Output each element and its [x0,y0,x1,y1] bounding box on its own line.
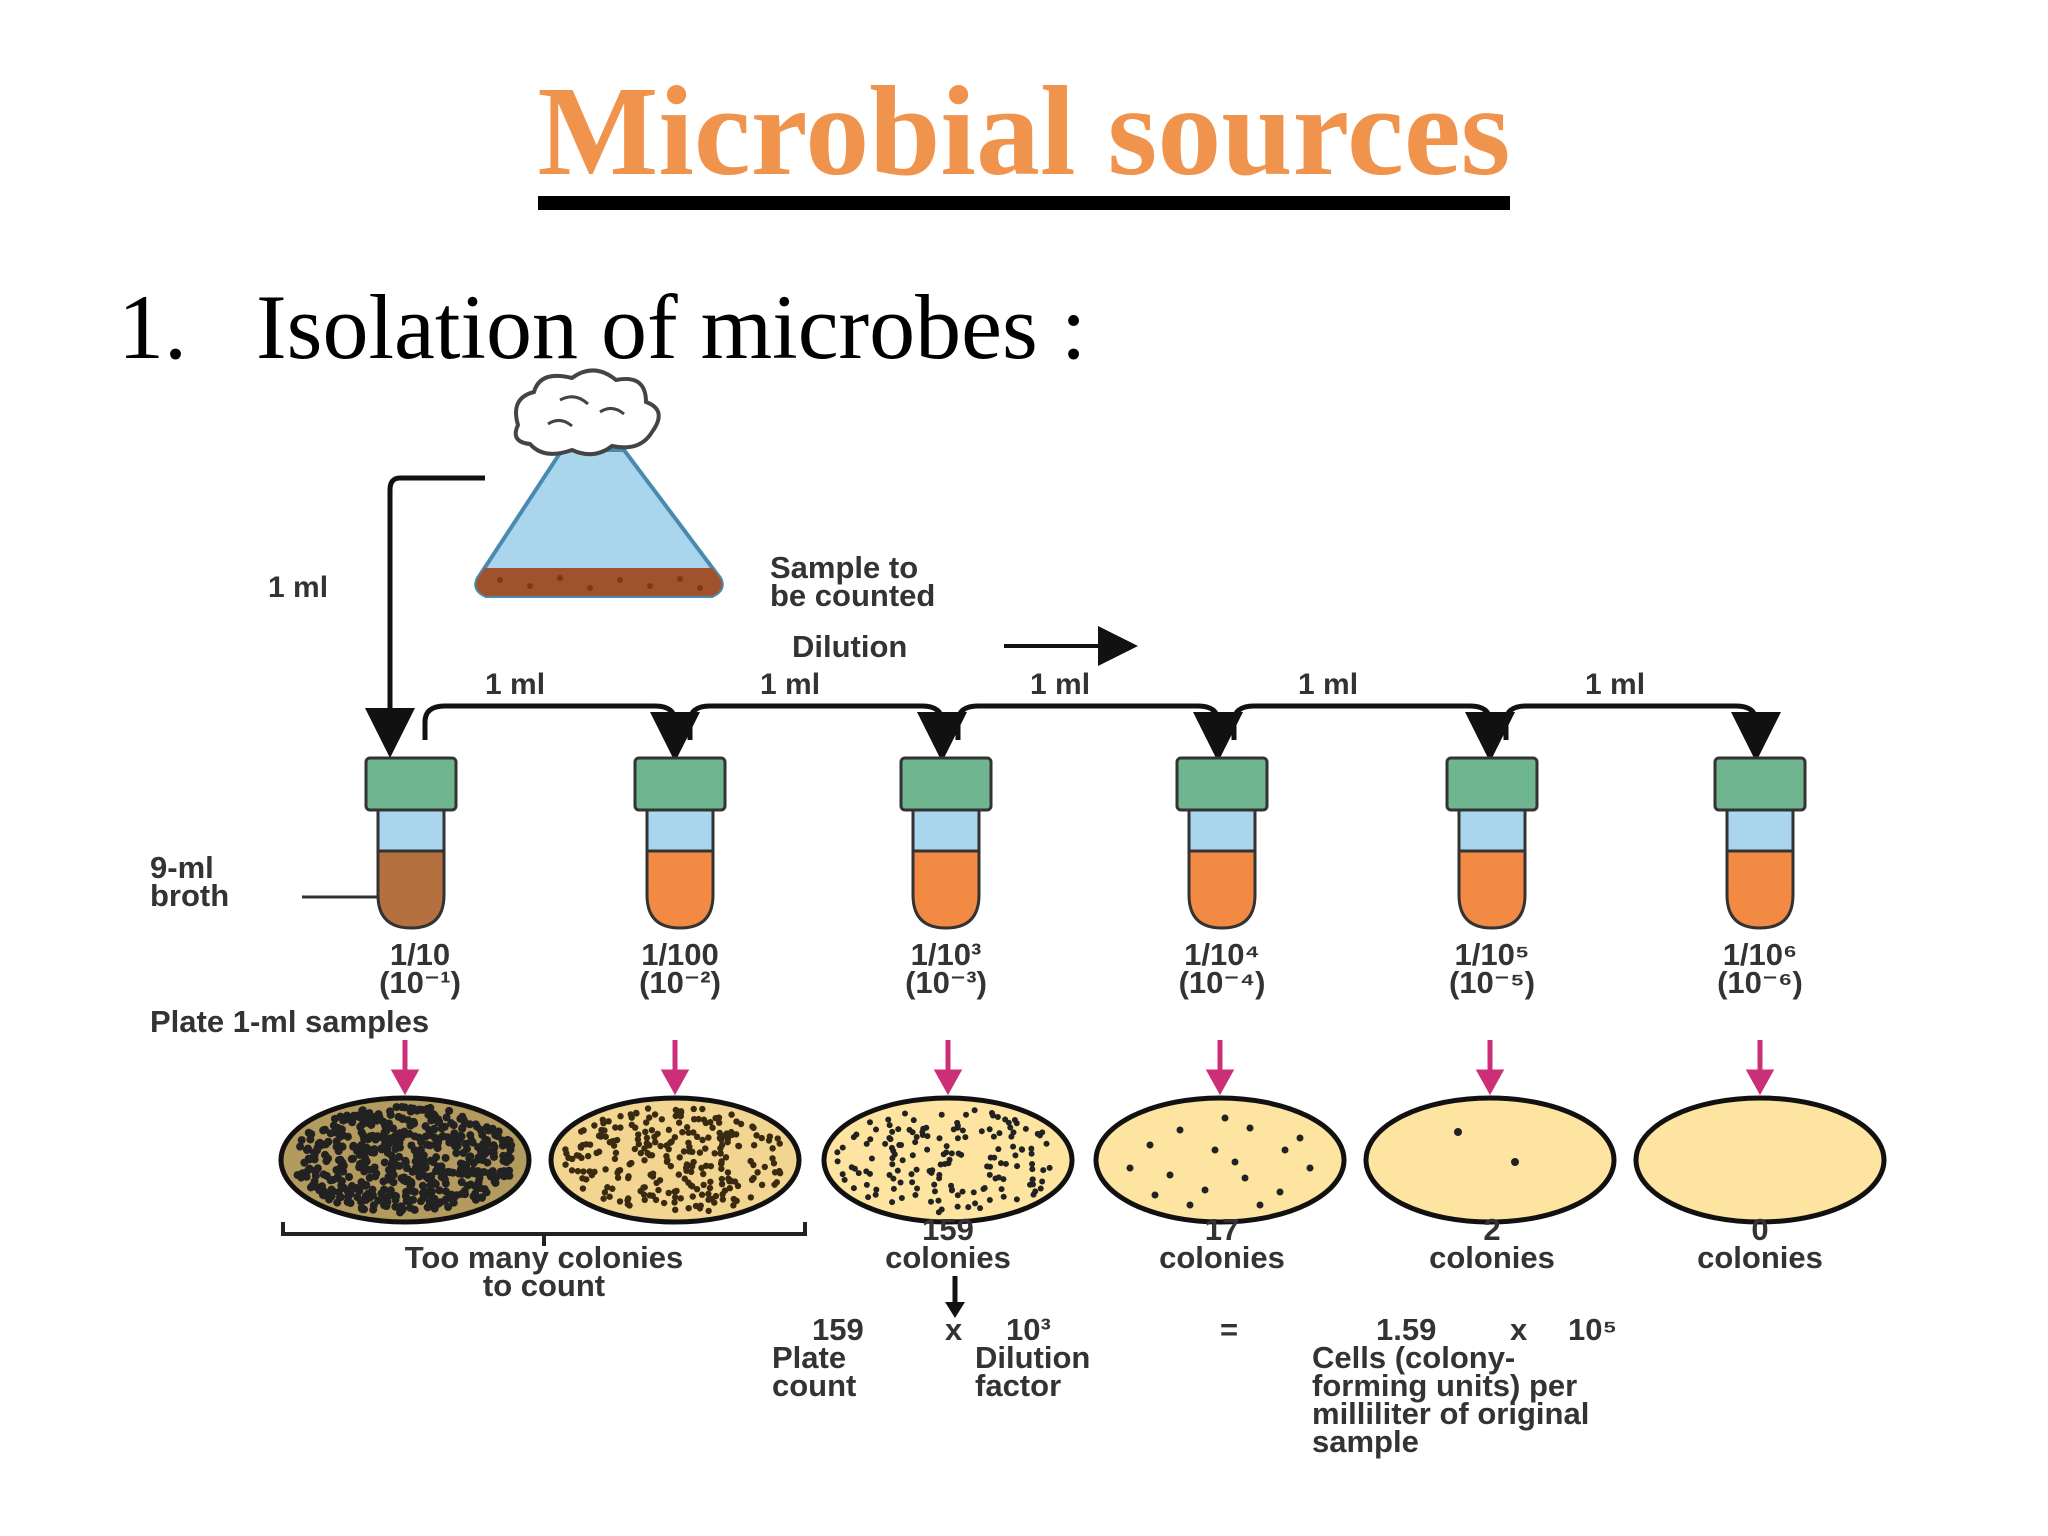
transfer-arrow-1 [422,703,700,762]
flask-transfer-arrow [365,475,485,758]
plate-4 [1093,1095,1347,1225]
calc-dilution-label-1: Dilution [975,1340,1090,1375]
transfer-arrow-4 [1231,703,1515,762]
tube-3 [899,756,993,930]
cotton-plug [513,368,661,457]
calc-result-value: 1.59 [1376,1312,1436,1347]
transfer-arrow-3 [955,703,1243,762]
sample-label-line2: be counted [770,578,935,613]
tube-1-exp: (10⁻¹) [379,965,461,1000]
flask-transfer-label: 1 ml [268,571,328,604]
tube-6 [1713,756,1807,930]
tube-1 [364,756,458,930]
tube-2 [633,756,727,930]
tube-1-fraction: 1/10 [390,937,450,972]
tube-6-exp: (10⁻⁶) [1717,965,1803,1000]
bullet-text: Isolation of microbes : [256,276,1087,378]
tube-5-fraction: 1/10⁵ [1455,937,1530,972]
transfer-label-4: 1 ml [1298,668,1358,701]
count-2-unit: colonies [1159,1240,1285,1275]
plate-5 [1363,1095,1617,1225]
tube-2-exp: (10⁻²) [639,965,721,1000]
calculation: 159 x 10³ = 1.59 x 10⁵ Plate count Dilut… [772,1312,1617,1459]
broth-label-line1: 9-ml [150,850,214,885]
calc-result-label-4: sample [1312,1424,1419,1459]
tube-5 [1445,756,1539,930]
dilution-tubes [364,756,1807,930]
calc-result-label-1: Cells (colony- [1312,1340,1515,1375]
transfer-arrow-5 [1503,703,1781,762]
calc-dilution: 10³ [1006,1312,1051,1347]
count-1-value: 159 [922,1212,974,1247]
calc-equals: = [1220,1312,1238,1347]
too-many-bracket [281,1222,807,1246]
dilution-label: Dilution [792,629,907,664]
broth-label-line2: broth [150,878,229,913]
tube-4 [1175,756,1269,930]
agar-plates [278,1095,1887,1225]
count-4-unit: colonies [1697,1240,1823,1275]
count-3-unit: colonies [1429,1240,1555,1275]
calc-times-1: x [945,1312,963,1347]
plate-samples-label: Plate 1-ml samples [150,1004,429,1039]
tube-4-fraction: 1/10⁴ [1184,937,1260,972]
transfer-label-2: 1 ml [760,668,820,701]
tube-3-exp: (10⁻³) [905,965,987,1000]
calc-plate-count: 159 [812,1312,864,1347]
tube-6-fraction: 1/10⁶ [1723,937,1798,972]
transfer-label-1: 1 ml [485,668,545,701]
tube-3-fraction: 1/10³ [911,937,982,972]
count-4-value: 0 [1751,1212,1768,1247]
slide-title: Microbial sources [0,66,2048,210]
count-2-value: 17 [1205,1212,1239,1247]
flask-sediment [476,568,722,596]
sample-flask [474,368,724,598]
sample-label-line1: Sample to [770,550,918,585]
tube-5-exp: (10⁻⁵) [1449,965,1535,1000]
transfer-arrow-2 [687,703,967,762]
calc-result-label-3: milliliter of original [1312,1396,1589,1431]
count-3-value: 2 [1483,1212,1500,1247]
too-many-line2: to count [483,1268,605,1303]
transfer-label-5: 1 ml [1585,668,1645,701]
too-many-line1: Too many colonies [405,1240,683,1275]
calc-times-2: x [1510,1312,1528,1347]
calc-plate-label-2: count [772,1368,856,1403]
plate-arrows [390,1040,1775,1096]
tube-4-exp: (10⁻⁴) [1179,965,1266,1000]
transfer-label-3: 1 ml [1030,668,1090,701]
plate-6 [1633,1095,1887,1225]
tube-2-fraction: 1/100 [641,937,719,972]
calc-result-exp: 10⁵ [1568,1312,1617,1347]
bullet-number: 1. [118,276,187,378]
calc-dilution-label-2: factor [975,1368,1061,1403]
bullet-point: 1. Isolation of microbes : [118,272,1086,382]
count-1-unit: colonies [885,1240,1011,1275]
calc-plate-label-1: Plate [772,1340,846,1375]
calc-result-label-2: forming units) per [1312,1368,1577,1403]
